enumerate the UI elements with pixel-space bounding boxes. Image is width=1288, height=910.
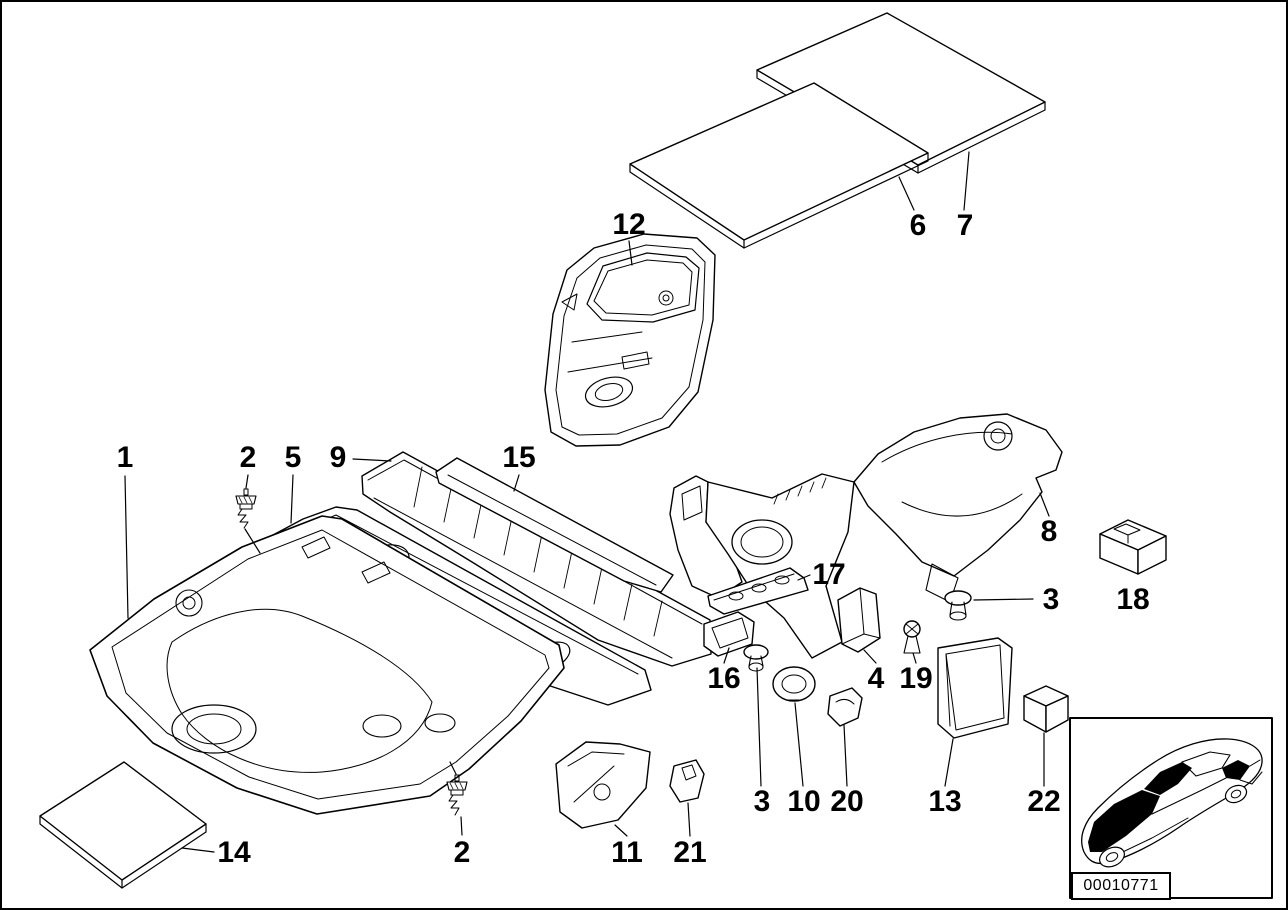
part-6-insulation-sheet — [629, 82, 929, 249]
part-22-foam-cube — [1023, 685, 1069, 733]
part-20-molded-pad — [827, 687, 863, 727]
part-18-foam-block — [1099, 519, 1167, 575]
callout-11[interactable]: 11 — [611, 836, 643, 869]
car-schematic-icon — [1081, 738, 1263, 868]
part-17-bracket-plate — [707, 567, 809, 615]
drawing-number-plate: 00010771 — [1071, 872, 1171, 900]
callout-3-right[interactable]: 3 — [1042, 583, 1060, 616]
callout-10[interactable]: 10 — [787, 785, 821, 818]
part-3-grommet-right — [944, 590, 972, 621]
part-11-wheelhouse-pad — [555, 741, 651, 829]
part-2-clip-bottom — [446, 774, 468, 816]
callout-12[interactable]: 12 — [612, 208, 646, 241]
car-inset-box — [1069, 717, 1273, 899]
callout-5[interactable]: 5 — [284, 441, 302, 474]
callout-20[interactable]: 20 — [830, 785, 864, 818]
part-16-bracket — [703, 611, 755, 657]
callout-8[interactable]: 8 — [1040, 515, 1058, 548]
part-4-foam-wedge — [837, 587, 881, 653]
callout-16[interactable]: 16 — [707, 662, 741, 695]
callout-21[interactable]: 21 — [673, 836, 707, 869]
callout-9[interactable]: 9 — [329, 441, 347, 474]
callout-2-top[interactable]: 2 — [239, 441, 257, 474]
part-1-hood-insulation — [89, 515, 565, 815]
callout-19[interactable]: 19 — [899, 662, 933, 695]
part-8-rear-insulation — [669, 413, 1063, 659]
part-14-insulation-sheet — [39, 761, 207, 889]
callout-2-bottom[interactable]: 2 — [453, 836, 471, 869]
callout-6[interactable]: 6 — [909, 209, 927, 242]
part-2-clip-top — [235, 488, 257, 529]
callout-17[interactable]: 17 — [812, 558, 846, 591]
callout-22[interactable]: 22 — [1027, 785, 1061, 818]
callout-4[interactable]: 4 — [867, 662, 885, 695]
callout-13[interactable]: 13 — [928, 785, 962, 818]
part-15-cowl-strip — [435, 457, 674, 593]
callout-1[interactable]: 1 — [116, 441, 134, 474]
part-10-sealing-disc — [772, 666, 816, 702]
part-21-clip-pad — [669, 759, 705, 803]
callout-3-bottom[interactable]: 3 — [753, 785, 771, 818]
callout-15[interactable]: 15 — [502, 441, 536, 474]
part-12-door-insulation — [544, 233, 716, 447]
leader-lines — [124, 151, 1050, 853]
callout-14[interactable]: 14 — [217, 836, 251, 869]
part-13-side-panel-pad — [937, 637, 1013, 739]
callout-18[interactable]: 18 — [1116, 583, 1150, 616]
part-3-grommet-bottom — [743, 644, 769, 672]
callout-7[interactable]: 7 — [956, 209, 974, 242]
part-19-expanding-rivet — [903, 620, 921, 654]
